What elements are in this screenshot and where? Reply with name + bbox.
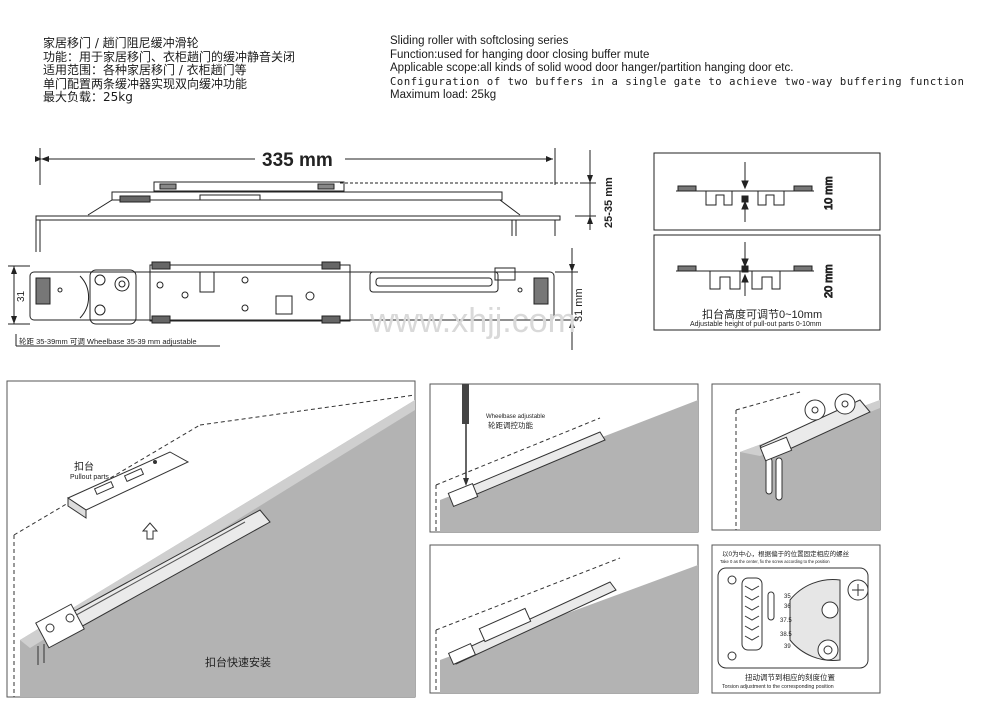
top-view — [29, 261, 555, 325]
center-note-en: Take 0 as the center, fix the screw acco… — [720, 559, 830, 564]
scale-36: 36 — [784, 604, 791, 610]
install-panel-wheelbase: Wheelbase adjustable 轮距调控功能 — [429, 383, 699, 533]
adjust-bottom-label: 20 mm — [823, 264, 835, 298]
quick-install-label: 扣台快速安装 — [205, 655, 271, 669]
height-adjust-panel-top: 10 mm — [653, 152, 881, 231]
cn-line-2: 功能：用于家居移门、衣柜趟门的缓冲静音关闭 — [43, 49, 296, 64]
cn-line-5: 最大负载：25kg — [43, 90, 133, 104]
en-line-3: Applicable scope:all kinds of solid wood… — [390, 62, 794, 74]
chinese-description: 家居移门 / 趟门阻尼缓冲滑轮 功能：用于家居移门、衣柜趟门的缓冲静音关闭 适用… — [43, 36, 296, 105]
install-panel-corner — [711, 383, 881, 531]
pullout-label-en: Pullout parts — [70, 474, 109, 481]
adjust-caption-cn: 扣台高度可调节0~10mm — [702, 307, 822, 321]
en-line-4: Configuration of two buffers in a single… — [390, 75, 965, 88]
en-line-1: Sliding roller with softclosing series — [390, 35, 569, 47]
install-panel-rail — [429, 544, 699, 694]
en-line-5: Maximum load: 25kg — [390, 89, 497, 101]
torsion-en: Torsion adjustment to the corresponding … — [722, 684, 834, 690]
adjust-top-label: 10 mm — [823, 176, 835, 210]
en-line-2: Function:used for hanging door closing b… — [390, 48, 650, 61]
width-left-label: 31 — [16, 290, 27, 302]
cn-line-4: 单门配置两条缓冲器实现双向缓冲功能 — [43, 76, 248, 91]
cn-line-1: 家居移门 / 趟门阻尼缓冲滑轮 — [43, 36, 199, 50]
height-adjust-panel-bottom: 20 mm — [653, 234, 881, 331]
wheelbase-adjust-en: Wheelbase adjustable — [486, 414, 546, 420]
width-right-label: 31 mm — [573, 288, 585, 322]
width-dimension-left: 31 — [8, 265, 30, 325]
install-panel-quick: 扣台 Pullout parts 扣台快速安装 — [6, 380, 416, 698]
side-view — [35, 181, 590, 252]
scale-37-5: 37.5 — [780, 618, 792, 624]
adjust-caption-en: Adjustable height of pull-out parts 0-10… — [690, 321, 822, 328]
wheelbase-note: 轮距 35-39mm 可调 Wheelbase 35-39 mm adjusta… — [15, 334, 220, 347]
scale-35: 35 — [784, 594, 791, 600]
length-label: 335 mm — [262, 150, 333, 171]
english-description: Sliding roller with softclosing series F… — [390, 35, 965, 103]
pullout-label-cn: 扣台 — [74, 460, 94, 473]
torsion-cn: 扭动调节到相应的刻度位置 — [745, 672, 835, 682]
width-dimension-right: 31 mm — [555, 248, 585, 350]
scale-39: 39 — [784, 644, 791, 650]
length-dimension: 335 mm — [35, 148, 556, 185]
wheelbase-adjust-cn: 轮距调控功能 — [488, 420, 533, 430]
height-dimension: 25-35 mm — [575, 150, 615, 230]
install-panel-scale: 以0为中心，根据偏于的位置固定相应的螺丝 Take 0 as the cente… — [711, 544, 881, 694]
center-note-cn: 以0为中心，根据偏于的位置固定相应的螺丝 — [722, 549, 850, 558]
wheelbase-label: 轮距 35-39mm 可调 Wheelbase 35-39 mm adjusta… — [19, 336, 197, 346]
height-label: 25-35 mm — [603, 177, 615, 228]
cn-line-3: 适用范围：各种家居移门 / 衣柜趟门等 — [43, 63, 247, 77]
scale-38-5: 38.5 — [780, 632, 792, 638]
watermark: www.xhjj.com — [369, 302, 576, 340]
